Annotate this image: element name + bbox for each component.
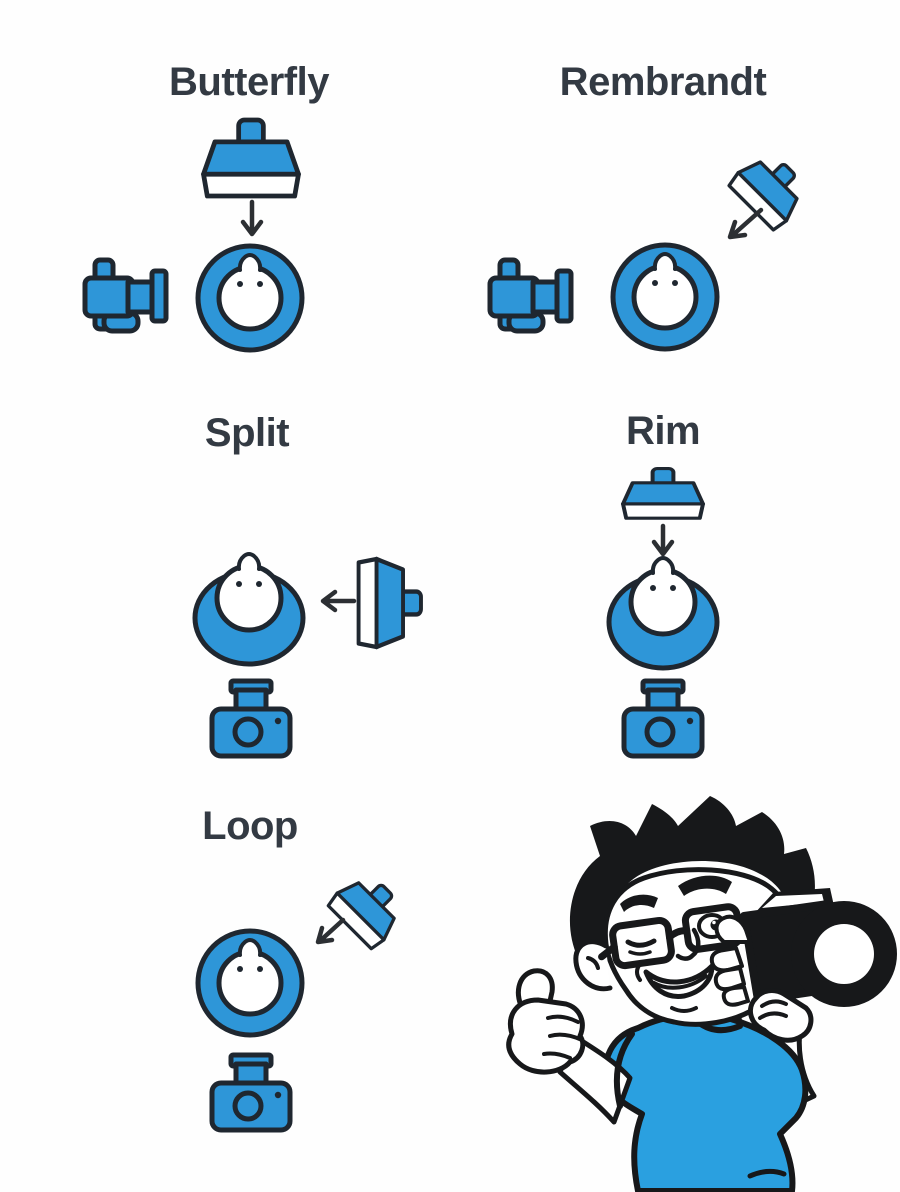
- split-softbox-light-icon: [359, 559, 421, 647]
- loop-diagonal-arrow-icon: [315, 917, 346, 945]
- mascot-left-eyebrow: [620, 894, 658, 912]
- section-title-loop: Loop: [202, 804, 298, 848]
- mascot-finger-lines: [542, 1014, 584, 1060]
- mascot-eye-glint: [712, 920, 716, 925]
- rim-camera-front-view-icon: [624, 681, 702, 756]
- split-left-arrow-icon: [320, 589, 357, 613]
- rembrandt-diagonal-arrow-icon: [727, 207, 764, 240]
- mascot-wink-crease: [628, 950, 652, 956]
- mascot-left-sleeve-hem: [613, 1031, 635, 1109]
- section-title-split: Split: [204, 411, 290, 455]
- loop-head-top-view-icon: [198, 931, 302, 1035]
- mascot-ear: [573, 939, 613, 992]
- mascot-hair: [569, 796, 816, 958]
- loop-camera-front-view-icon: [212, 1055, 290, 1130]
- butterfly-camera-top-view-icon: [85, 260, 166, 331]
- rim-head-with-shoulders-icon: [609, 558, 717, 668]
- rembrandt-head-top-view-icon: [613, 245, 717, 349]
- split-camera-front-view-icon: [212, 681, 290, 756]
- butterfly-softbox-light-icon: [204, 120, 299, 196]
- split-head-with-shoulders-icon: [195, 554, 303, 664]
- rim-down-arrow-icon: [651, 523, 675, 557]
- mascot-dslr-camera: [740, 888, 897, 1007]
- mascot-teeth-line: [652, 974, 708, 990]
- mascot-shirt-hem: [747, 1168, 787, 1179]
- rembrandt-camera-top-view-icon: [490, 260, 571, 331]
- mascot-chin-line: [670, 1006, 698, 1013]
- loop-softbox-light-icon: [324, 864, 413, 953]
- section-title-rim: Rim: [625, 409, 701, 453]
- rembrandt-softbox-light-icon: [725, 143, 816, 234]
- section-title-butterfly: Butterfly: [169, 60, 329, 104]
- butterfly-head-top-view-icon: [198, 246, 302, 350]
- mascot-nose: [675, 927, 701, 961]
- photographer-mascot: [506, 796, 897, 1192]
- mascot-lens-hand-lines: [758, 999, 788, 1020]
- section-title-rembrandt: Rembrandt: [559, 60, 767, 104]
- mascot-ear-line: [586, 956, 600, 970]
- mascot-grip-fingers: [709, 914, 752, 1007]
- mascot-right-eyebrow: [678, 875, 732, 896]
- mascot-smile: [643, 963, 715, 999]
- rim-softbox-light-icon: [623, 469, 703, 519]
- mascot-tshirt: [602, 1011, 809, 1192]
- mascot-winking-eye: [625, 938, 657, 948]
- camera-lens-glass: [814, 924, 874, 984]
- butterfly-down-arrow-icon: [240, 199, 264, 237]
